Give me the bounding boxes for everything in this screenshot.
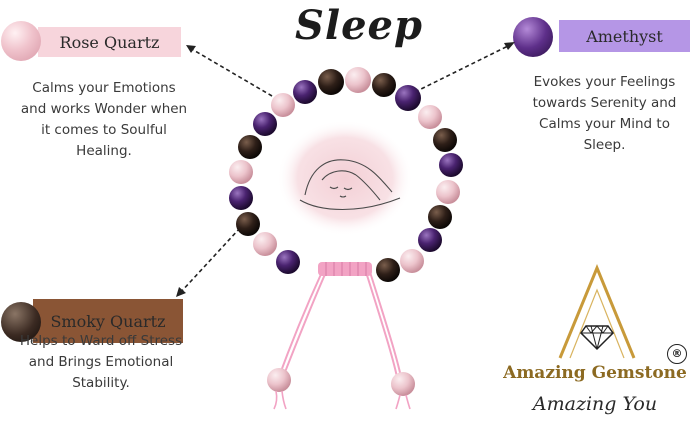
rose-arrow-head [186,45,196,53]
smoky-quartz-label-text: Smoky Quartz [50,311,166,331]
bead [372,73,396,97]
bead [229,186,253,210]
rose-quartz-bead [1,21,41,61]
bead [418,105,442,129]
bead-ring [229,67,463,282]
bead [293,80,317,104]
smoky-desc-line: and Brings Emotional [28,354,174,370]
rose-quartz-label-text: Rose Quartz [59,32,160,52]
smoky-desc-line: Helps to Ward off Stress [19,333,183,349]
brand-tagline: Amazing You [532,393,658,415]
bead [439,153,463,177]
page-title: Sleep [295,2,423,49]
smoky-pointer-arrow [179,227,241,294]
brand-name: Amazing Gemstone [503,363,687,383]
bead [276,250,300,274]
bead [318,69,344,95]
amethyst-bead [513,17,553,57]
amethyst-desc-line: Calms your Mind to [539,116,670,132]
center-glow [277,120,413,236]
amethyst-label: Amethyst [559,20,690,52]
amethyst-description: Evokes your Feelings towards Serenity an… [522,72,687,156]
smoky-desc-line: Stability. [72,375,130,391]
bead [345,67,371,93]
arrow-heads [176,42,515,297]
diamond-logo-icon [558,264,636,359]
bead [395,85,421,111]
bead [400,249,424,273]
amethyst-desc-line: Evokes your Feelings [533,74,676,90]
smoky-quartz-label: Smoky Quartz [33,299,183,343]
bead [436,180,460,204]
amethyst-label-text: Amethyst [586,26,663,46]
smoky-arrow-head [176,287,186,297]
rose-desc-line: Calms your Emotions [32,80,176,96]
bead [238,135,262,159]
rose-quartz-label: Rose Quartz [38,27,181,57]
bead [418,228,442,252]
bead [271,93,295,117]
bead [236,212,260,236]
bead [229,160,253,184]
knot-wraps [325,262,367,276]
cord-end-bead-left [267,368,291,392]
sleeping-girl-icon [299,159,401,210]
rose-desc-line: it comes to Soulful [41,122,167,138]
pointer-arrows [179,44,511,294]
bead [253,112,277,136]
rose-desc-line: and works Wonder when [20,101,188,117]
bead [428,205,452,229]
amethyst-pointer-arrow [414,44,511,93]
rose-desc-line: Healing. [76,143,132,159]
amethyst-desc-line: towards Serenity and [532,95,677,111]
smoky-quartz-description: Helps to Ward off Stress and Brings Emot… [8,331,194,394]
bracelet-cord [276,271,403,383]
rose-quartz-description: Calms your Emotions and works Wonder whe… [14,78,194,162]
amethyst-desc-line: Sleep. [583,137,626,153]
amethyst-arrow-head [504,42,515,50]
rose-pointer-arrow [189,47,273,97]
registered-mark: ® [667,344,687,364]
smoky-quartz-bead [1,302,41,342]
cord-end-bead-right [391,372,415,396]
bead [433,128,457,152]
bead [253,232,277,256]
bead [376,258,400,282]
